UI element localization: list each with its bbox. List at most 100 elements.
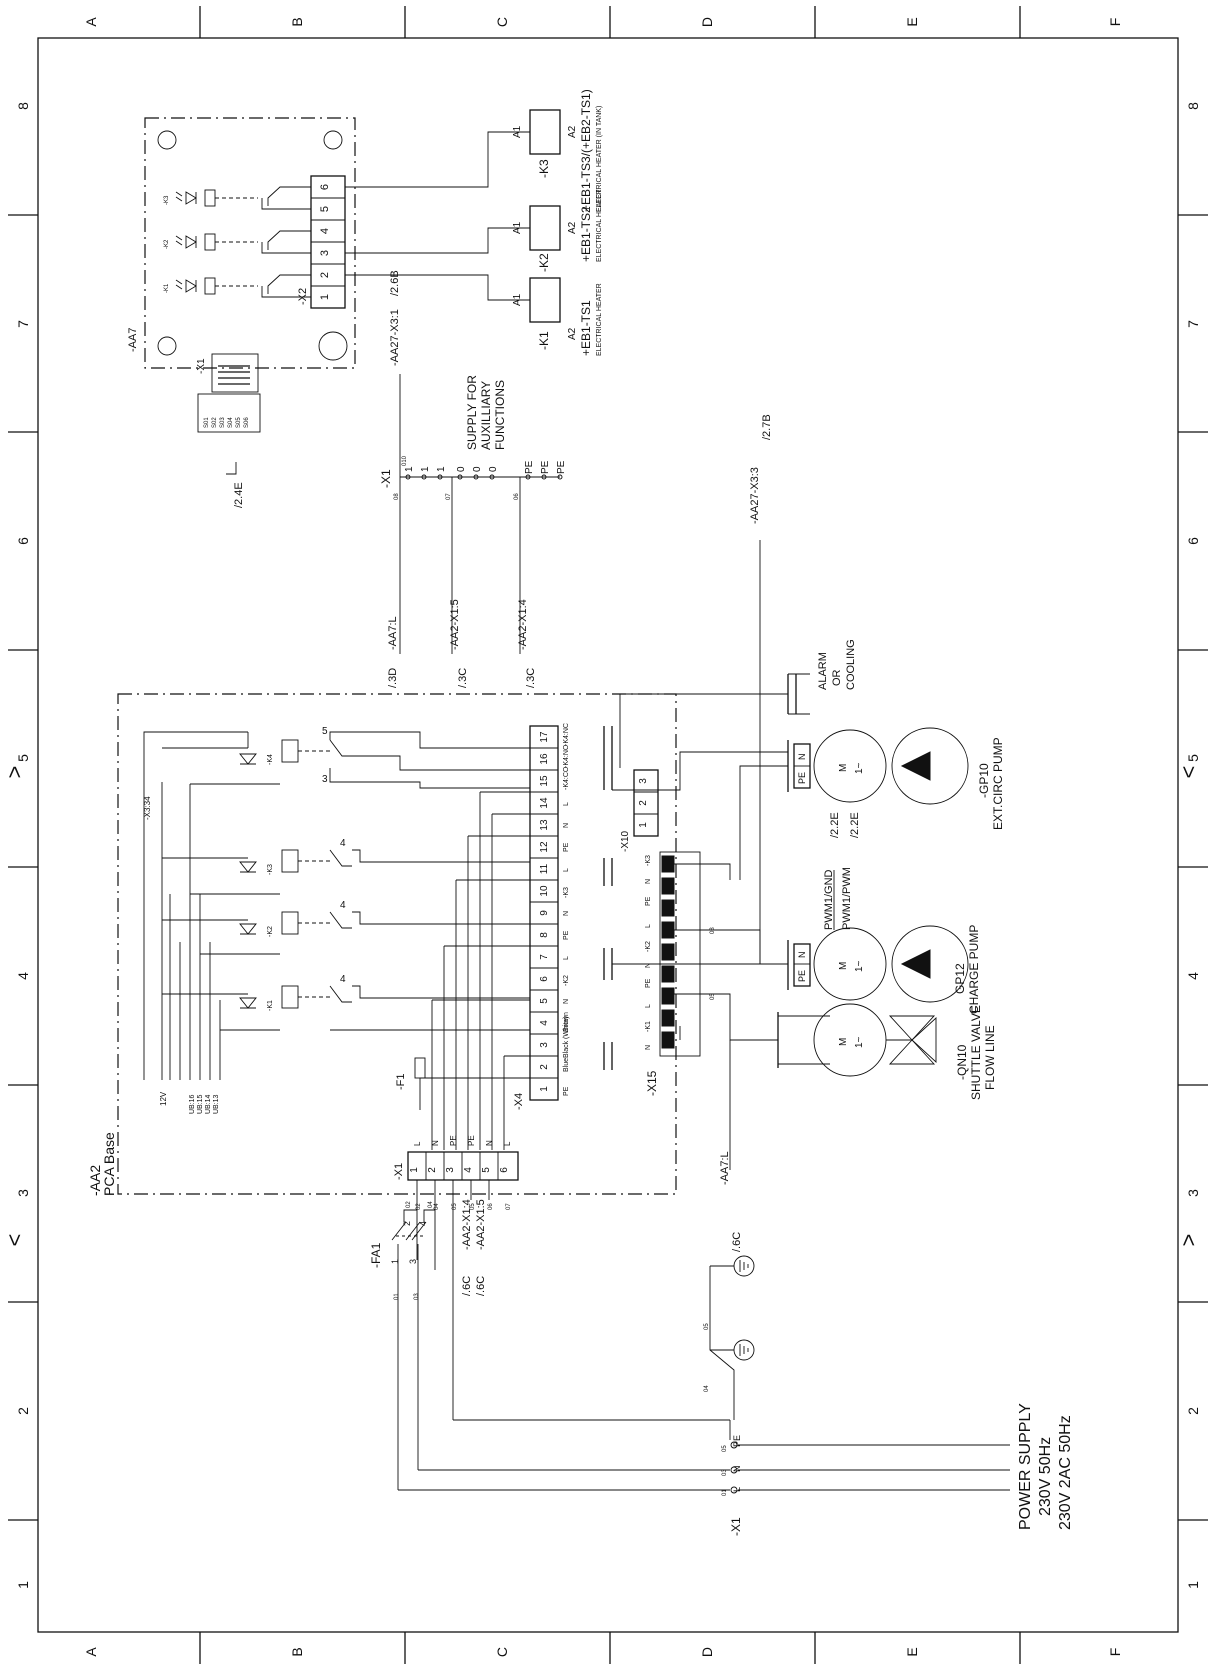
aa2-x1-sig-5: N [485, 1140, 494, 1146]
power-supply: L N PE 01 03 05 04 05 -X1 POWER SUPPLY 2… [398, 1255, 1074, 1536]
alarm-output: ALARM OR COOLING [619, 639, 857, 768]
alarm-label-2: OR [831, 669, 843, 686]
aux-ref-a-page: /2.6B [389, 270, 401, 296]
aux-ref-r1: -AA7:L [387, 616, 399, 650]
aa2-x1-sig-4: PE [467, 1135, 476, 1146]
supply-n: N [732, 1466, 742, 1473]
aa2-x10-terminal: 1 2 3 -X10 [620, 769, 659, 852]
gp12-pe: PE [797, 970, 807, 982]
aa2-x1-sig-6: L [503, 1141, 512, 1146]
aux-supply: -X1 SUPPLY FOR AUXILLIARY FUNCTIONS 1 1 … [379, 270, 773, 964]
x4-label-13: N [563, 823, 570, 828]
aa7-x1-label: -X1 [196, 358, 207, 374]
fa1-breaker: -FA1 1 2 3 4 01 02 03 04 -AA2-X1:4 /.6C … [369, 1199, 487, 1490]
x4-label-10: -K3 [563, 887, 570, 898]
x4-label-16: -K4:NO [563, 744, 570, 768]
gp10-name: -GP10 [977, 763, 991, 798]
aa2-k4-tag: -K4 [267, 754, 274, 765]
aa7-x1-code-3: S03 [220, 417, 226, 428]
aa2-x1-label: -X1 [393, 1163, 405, 1180]
ts1-label: +EB1-TS1 [579, 300, 593, 356]
aux-pe-2: PE [540, 460, 551, 474]
aux-ref-r2: -AA2-X1:5 [449, 599, 461, 650]
k3-a2: A2 [567, 125, 578, 138]
x4-label-3: Black (White) [563, 1016, 570, 1058]
supply-wire-03: 03 [722, 1469, 728, 1476]
x4-label-11: L [563, 868, 570, 872]
supply-wire-05b: 05 [704, 1323, 710, 1330]
qn10-ac: 1~ [854, 1036, 865, 1048]
aa2-x1-pin-4: 4 [463, 1167, 474, 1173]
x4-pin-1: 1 [539, 1086, 550, 1092]
gp12-name: GP12 [953, 963, 967, 994]
x4-pin-17: 17 [539, 731, 550, 743]
aa2-x1-wire-1: 02 [416, 1203, 422, 1210]
gp10-ref-2: /2.2E [849, 812, 861, 838]
fa1-aa7-ref-page: /.6C [731, 1232, 743, 1252]
gp12-n: N [797, 952, 807, 959]
x10-pin-1: 1 [638, 822, 649, 828]
k2-label: -K2 [537, 253, 551, 272]
aa2-x1-wire-2: 04 [434, 1203, 440, 1210]
gp12-m: M [838, 962, 849, 970]
x4-pin-9: 9 [539, 910, 550, 916]
gp12-ac: 1~ [854, 960, 865, 972]
x15-label-2: -K1 [645, 1021, 652, 1032]
x4-pin-13: 13 [539, 819, 550, 831]
x4-pin-11: 11 [539, 863, 550, 874]
aa2-relay-k1: -K1 4 [162, 974, 530, 1031]
fa1-pin-2: 2 [402, 1221, 412, 1226]
fa1-ref-2-page: /.6C [475, 1276, 487, 1296]
aa2-x1-sig-2: N [431, 1140, 440, 1146]
row-labels-left: 8 7 6 5 4 3 2 1 [15, 102, 31, 1589]
col-b-label: B [289, 17, 305, 26]
aa2-x1-wire-6: 07 [506, 1203, 512, 1210]
x15-label-5: N [645, 963, 652, 968]
fa1-wire-03: 03 [414, 1293, 420, 1300]
x4-pin-3: 3 [539, 1042, 550, 1048]
ts3-desc: ELECTRICAL HEATER (IN TANK) [596, 106, 603, 212]
aux-n-1: 0 [456, 466, 467, 472]
col-d-label-bottom: D [699, 1647, 715, 1657]
center-mark-left-upper: > [2, 766, 27, 779]
supply-pe: PE [732, 1435, 742, 1447]
gp10-n: N [797, 754, 807, 761]
x3-34-label: -X3:34 [143, 796, 152, 820]
fa1-ref-1: -AA2-X1:4 [461, 1199, 473, 1250]
col-a-label-bottom: A [83, 1647, 99, 1657]
ts3-label: +EB1-TS3/(+EB2-TS1) [579, 89, 593, 212]
aa2-x1-pin-6: 6 [499, 1167, 510, 1173]
x15-label-10: -K3 [645, 855, 652, 866]
gp10-desc: EXT.CIRC PUMP [991, 737, 1005, 830]
x4-pin-15: 15 [539, 775, 550, 787]
x4-pin-6: 6 [539, 976, 550, 982]
supply-wire-01: 01 [722, 1489, 728, 1496]
aux-ref-a: -AA27-X3:1 [389, 309, 401, 366]
x10-pin-3: 3 [638, 778, 649, 784]
aux-title-3: FUNCTIONS [493, 380, 507, 450]
aux-wire-07: 07 [446, 493, 452, 500]
row-7-label: 7 [15, 320, 31, 328]
x15-label-7: L [645, 924, 652, 928]
col-e-label-bottom: E [904, 1647, 920, 1656]
ub-15: UB:15 [197, 1094, 204, 1114]
qn10-m: M [838, 1038, 849, 1046]
aa7-x2-pin-2: 2 [319, 272, 331, 278]
row-2-label: 2 [15, 1407, 31, 1415]
center-mark-right-lower: > [1176, 1234, 1201, 1247]
center-mark-left-lower: < [2, 1234, 27, 1247]
aa7-x1-code-5: S05 [236, 417, 242, 428]
x15-label-9: N [645, 879, 652, 884]
k1-pin-4: 4 [340, 974, 346, 985]
col-c-label-bottom: C [494, 1647, 510, 1657]
aux-ref-r2-page: /.3C [457, 668, 469, 688]
x15-label-1: N [645, 1045, 652, 1050]
supply-l: L [732, 1487, 742, 1492]
aa7-x2-pin-6: 6 [319, 184, 331, 190]
aux-pe-3: PE [556, 460, 567, 474]
k3-a1: A1 [512, 125, 523, 138]
aa7-x1-code-2: S02 [212, 417, 218, 428]
supply-wire-05: 05 [722, 1445, 728, 1452]
aa2-board: -AA2 PCA Base -X3:34 12V UB:16 UB:15 UB:… [87, 693, 778, 1420]
alarm-label-3: COOLING [845, 639, 857, 690]
